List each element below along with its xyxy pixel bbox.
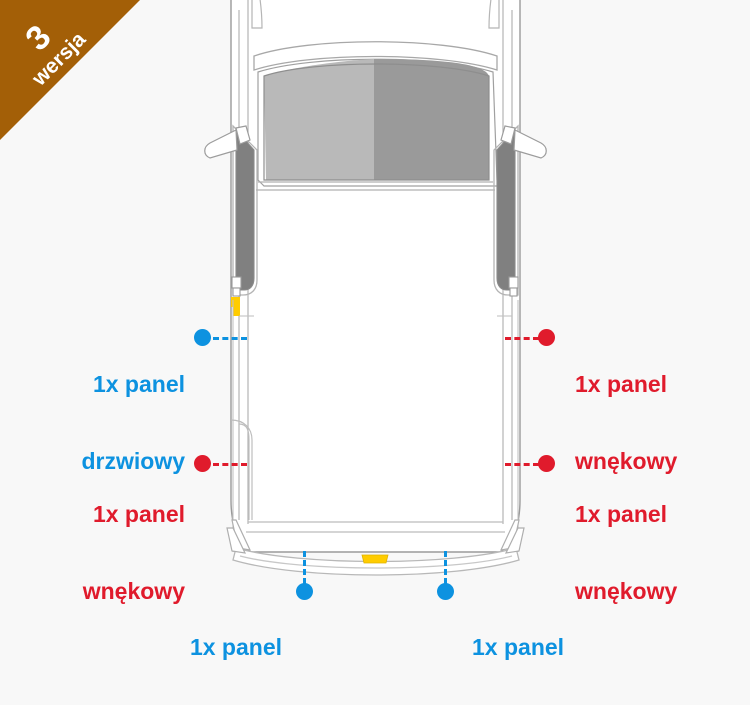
- label-right-recess-panel-upper-line1: 1x panel: [575, 370, 668, 397]
- label-rear-door-panel-left: 1x panel drzwiowy: [130, 583, 282, 705]
- dot-right-recess-panel-upper: [538, 329, 555, 346]
- label-rear-door-panel-right: 1x panel drzwiowy: [472, 583, 632, 705]
- version-ribbon: 3 wersja: [0, 0, 140, 140]
- leader-right-recess-panel-upper: [505, 337, 539, 340]
- label-left-door-panel: 1x panel drzwiowy: [40, 320, 185, 526]
- label-left-recess-panel-line2: wnękowy: [82, 577, 185, 604]
- label-left-recess-panel: 1x panel wnękowy: [40, 450, 185, 656]
- label-right-recess-panel-lower: 1x panel wnękowy: [575, 450, 735, 656]
- label-left-door-panel-line1: 1x panel: [92, 370, 185, 397]
- right-mirror: [500, 125, 547, 159]
- left-door-window: [232, 124, 258, 296]
- right-door-handle: [508, 276, 519, 297]
- rear-light-clusters: [226, 519, 525, 554]
- ribbon-triangle: [0, 0, 140, 140]
- dot-right-recess-panel-lower: [538, 455, 555, 472]
- vehicle-cowl: [253, 41, 498, 71]
- body-seams: [232, 300, 519, 552]
- leader-left-door-panel: [213, 337, 247, 340]
- rear-plate-marker-icon: [361, 554, 389, 564]
- label-left-door-panel-line2: drzwiowy: [81, 447, 185, 474]
- dot-left-door-panel: [194, 329, 211, 346]
- front-pillars: [251, 0, 500, 29]
- leader-right-recess-panel-lower: [505, 463, 539, 466]
- left-side-marker-icon: [231, 297, 240, 316]
- dot-left-recess-panel: [194, 455, 211, 472]
- windshield: [257, 58, 502, 187]
- leader-rear-door-panel-left: [303, 551, 306, 584]
- left-mirror: [204, 125, 251, 159]
- leader-rear-door-panel-right: [444, 551, 447, 584]
- right-door-window: [493, 124, 519, 296]
- label-left-recess-panel-line1: 1x panel: [92, 500, 185, 527]
- leader-left-recess-panel: [213, 463, 247, 466]
- label-right-recess-panel-upper-line2: wnękowy: [575, 447, 678, 474]
- dot-rear-door-panel-left: [296, 583, 313, 600]
- label-rear-door-panel-right-line1: 1x panel: [472, 633, 565, 660]
- label-right-recess-panel-upper: 1x panel wnękowy: [575, 320, 735, 526]
- label-right-recess-panel-lower-line2: wnękowy: [575, 577, 678, 604]
- label-right-recess-panel-lower-line1: 1x panel: [575, 500, 668, 527]
- rear-section: [246, 521, 505, 533]
- left-door-handle: [231, 276, 242, 297]
- label-rear-door-panel-left-line1: 1x panel: [189, 633, 282, 660]
- left-sliding-door-seam: [230, 419, 253, 520]
- dot-rear-door-panel-right: [437, 583, 454, 600]
- windshield-trim: [256, 181, 495, 191]
